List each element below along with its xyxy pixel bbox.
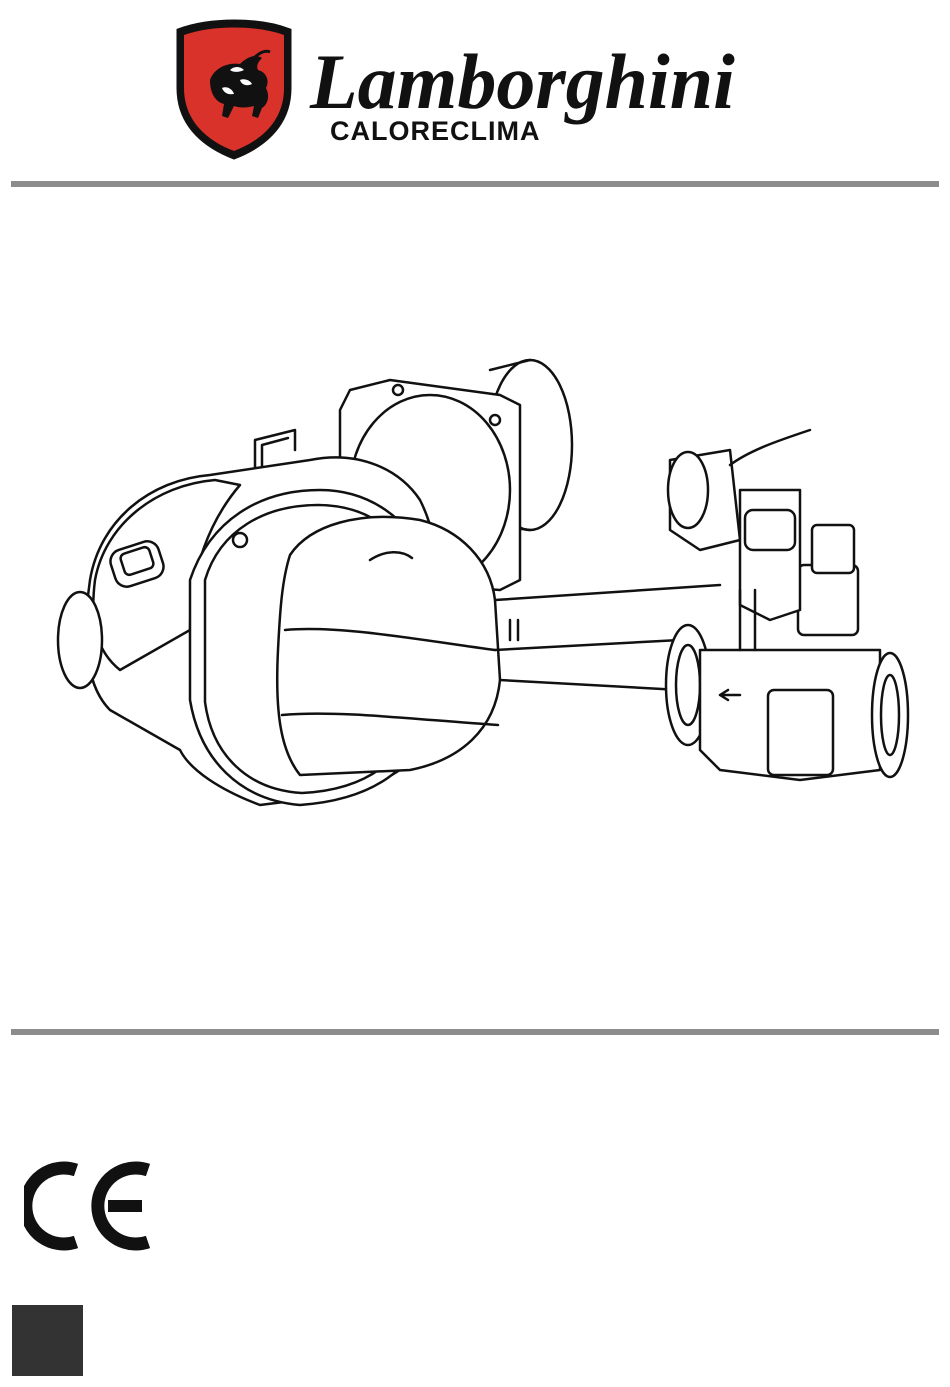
bull-shield-icon: Lamborghini CALORECLIMA xyxy=(170,18,790,168)
burner-illustration xyxy=(40,350,920,820)
brand-subtitle: CALORECLIMA xyxy=(330,116,540,146)
brand-logo: Lamborghini CALORECLIMA xyxy=(170,18,790,168)
bottom-divider xyxy=(11,1029,939,1035)
gas-burner-with-valve-train-icon xyxy=(40,350,920,820)
top-divider xyxy=(11,181,939,187)
brand-name: Lamborghini xyxy=(309,38,735,125)
language-marker xyxy=(12,1305,83,1376)
ce-mark xyxy=(24,1160,154,1252)
ce-mark-icon xyxy=(24,1160,154,1252)
